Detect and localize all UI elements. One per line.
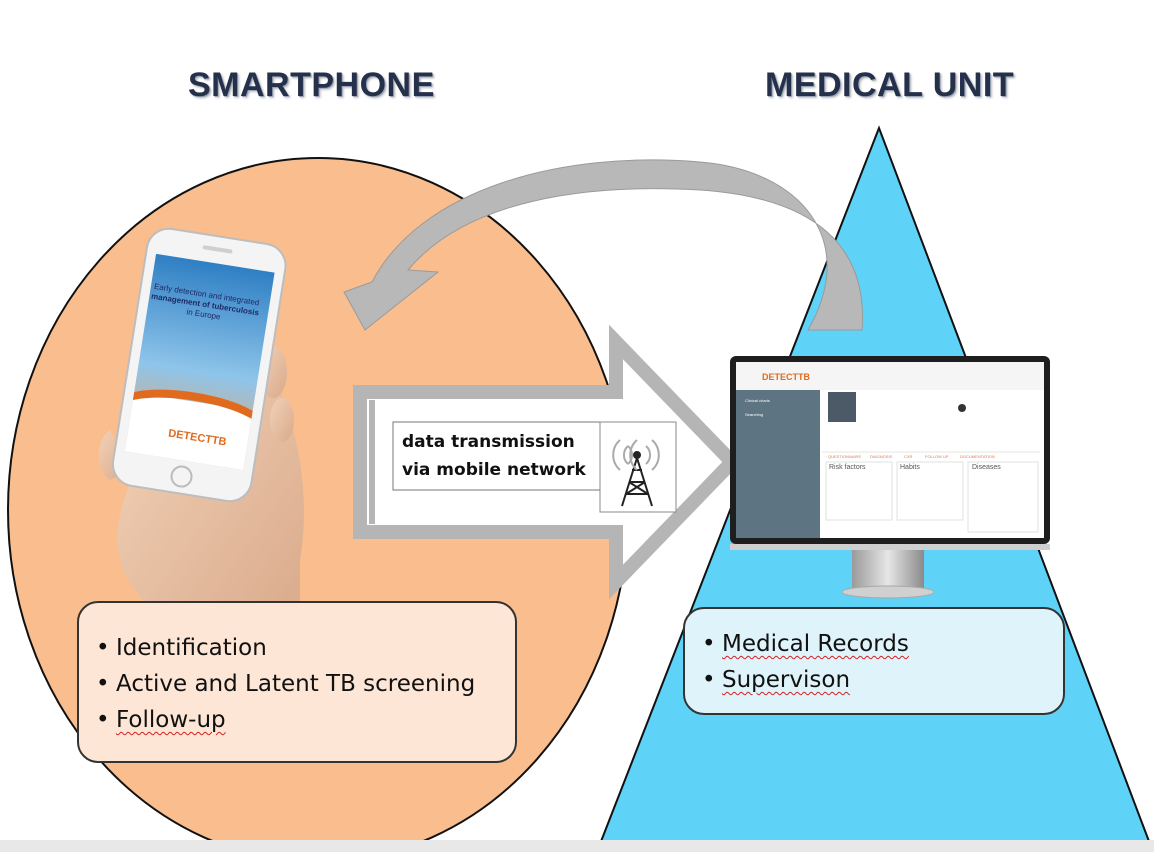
monitor-tab: FOLLOW UP — [925, 454, 949, 459]
monitor-sidebar-item: Clinical charts — [745, 398, 770, 403]
monitor-logo-text: DETECTTB — [762, 372, 810, 382]
phone-device — [111, 227, 287, 503]
transmission-label-box — [392, 421, 601, 491]
monitor-panel-title: Risk factors — [829, 464, 866, 471]
feature-label: Active and Latent TB screening — [116, 671, 476, 697]
medical-features-box: Medical Records Supervison — [684, 608, 1064, 714]
feature-follow-up: Follow-up — [92, 702, 516, 738]
return-arrow — [343, 159, 863, 331]
bottom-scroll-bar — [0, 840, 1154, 852]
monitor-tab: QUESTIONNAIRE — [828, 454, 862, 459]
monitor-tab: DOCUMENTATION — [960, 454, 995, 459]
monitor-tab: CXR — [904, 454, 913, 459]
feature-label: Follow-up — [116, 707, 226, 733]
feature-medical-records: Medical Records — [698, 626, 1064, 662]
smartphone-features-box: Identification Active and Latent TB scre… — [78, 602, 516, 762]
antenna-box — [599, 421, 677, 513]
monitor-device — [730, 356, 1050, 599]
feature-supervision: Supervison — [698, 662, 1064, 698]
monitor-tab: DIAGNOSIS — [870, 454, 893, 459]
smartphone-features-list: Identification Active and Latent TB scre… — [92, 630, 516, 738]
signal-waves-icon — [612, 439, 660, 471]
monitor-panel-title: Habits — [900, 464, 920, 471]
medical-unit-heading: MEDICAL UNIT — [765, 66, 1015, 104]
monitor-panel-title: Diseases — [972, 464, 1001, 471]
feature-label: Supervison — [722, 667, 851, 693]
medical-features-list: Medical Records Supervison — [698, 626, 1064, 698]
feature-screening: Active and Latent TB screening — [92, 666, 516, 702]
smartphone-heading: SMARTPHONE — [188, 66, 435, 104]
transmission-line-1: data transmission — [402, 432, 575, 452]
monitor-sidebar-item: Searching — [745, 412, 764, 417]
feature-identification: Identification — [92, 630, 516, 666]
feature-label: Identification — [116, 635, 267, 661]
transmission-line-2: via mobile network — [402, 460, 586, 480]
monitor-logo: DETECTTB — [762, 372, 810, 382]
feature-label: Medical Records — [722, 631, 909, 657]
